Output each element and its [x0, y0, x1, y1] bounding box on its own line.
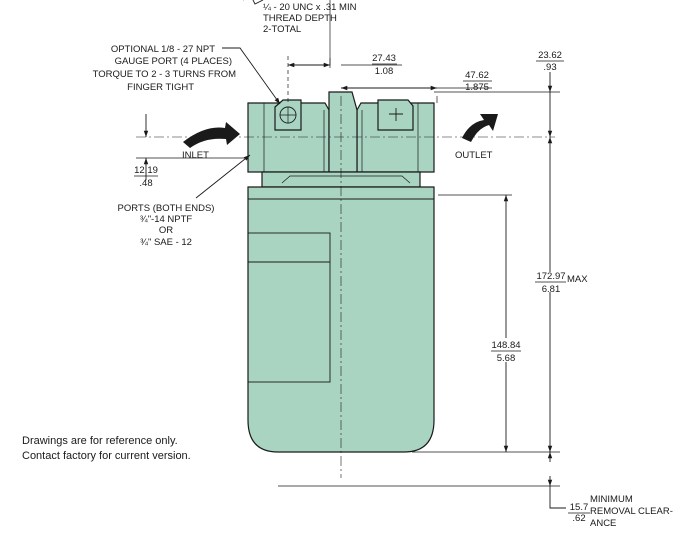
ports-callout-line2: ¾"-14 NPTF: [140, 214, 193, 225]
gauge-callout-line1: OPTIONAL 1/8 - 27 NPT: [111, 44, 215, 55]
outlet-arrow-icon: [462, 114, 498, 142]
clearance-line3: ANCE: [590, 518, 616, 529]
clearance-line1: MINIMUM: [590, 494, 633, 505]
dim-12-19: 12.19 .48: [134, 165, 158, 189]
ports-callout-line4: ¾" SAE - 12: [140, 237, 192, 248]
ports-callout-line1: PORTS (BOTH ENDS): [118, 203, 215, 214]
ports-callout-line3: OR: [159, 225, 173, 236]
gauge-port-callout: OPTIONAL 1/8 - 27 NPT GAUGE PORT (4 PLAC…: [93, 44, 236, 93]
dim-148-84-in: 5.68: [497, 353, 516, 364]
outlet-label: OUTLET: [455, 150, 493, 161]
inlet-arrow-icon: [183, 122, 240, 148]
dim-max-label: MAX: [567, 274, 588, 285]
head-center-boss: [328, 91, 358, 173]
dimension-lines: [136, 0, 566, 509]
dim-12-19-in: .48: [139, 178, 152, 189]
dim-23-62-in: .93: [543, 62, 556, 73]
dim-172-97-mm: 172.97: [536, 271, 565, 282]
disclaimer-line1: Drawings are for reference only.: [22, 435, 178, 447]
dim-47-62: 47.62 1.875: [463, 70, 492, 93]
dim-12-19-mm: 12.19: [134, 165, 158, 176]
dim-15-7-mm: 15.7: [570, 502, 589, 513]
gauge-plug-right-icon: [389, 108, 403, 121]
dim-148-84: 148.84 5.68: [491, 340, 521, 364]
dim-27-43-in: 1.08: [375, 66, 394, 77]
dim-23-62-mm: 23.62: [538, 50, 562, 61]
dim-172-97-in: 6.81: [542, 284, 561, 295]
dim-27-43: 27.43 1.08: [372, 53, 397, 77]
gauge-callout-line3: TORQUE TO 2 - 3 TURNS FROM: [93, 69, 236, 80]
ports-callout: PORTS (BOTH ENDS) ¾"-14 NPTF OR ¾" SAE -…: [118, 203, 215, 248]
inlet-label: INLET: [182, 150, 209, 161]
thread-callout-line3: 2-TOTAL: [263, 24, 301, 35]
disclaimer: Drawings are for reference only. Contact…: [22, 435, 191, 462]
filter-head: [247, 91, 435, 188]
dim-23-62: 23.62 .93: [536, 50, 564, 73]
disclaimer-line2: Contact factory for current version.: [22, 450, 191, 462]
dim-15-7: 15.7 .62 MINIMUM REMOVAL CLEAR- ANCE: [568, 494, 673, 529]
gauge-callout-line4: FINGER TIGHT: [127, 82, 194, 93]
dim-27-43-mm: 27.43: [372, 53, 396, 64]
thread-callout-line2: THREAD DEPTH: [263, 13, 337, 24]
canister-label-panel: [247, 232, 331, 383]
clearance-line2: REMOVAL CLEAR-: [590, 506, 673, 517]
gauge-port-right: [377, 99, 414, 131]
thread-callout: ¼ - 20 UNC x .31 MIN THREAD DEPTH 2-TOTA…: [263, 2, 357, 35]
dim-47-62-mm: 47.62: [465, 70, 489, 81]
dim-172-97: 172.97 6.81 MAX: [535, 271, 588, 295]
gauge-callout-line2: GAUGE PORT (4 PLACES): [115, 56, 232, 67]
dim-47-62-in: 1.875: [465, 82, 489, 93]
dim-148-84-mm: 148.84: [491, 340, 520, 351]
thread-callout-line1: ¼ - 20 UNC x .31 MIN: [263, 2, 357, 13]
dim-15-7-in: .62: [572, 513, 585, 524]
gauge-port-left: [274, 99, 302, 131]
